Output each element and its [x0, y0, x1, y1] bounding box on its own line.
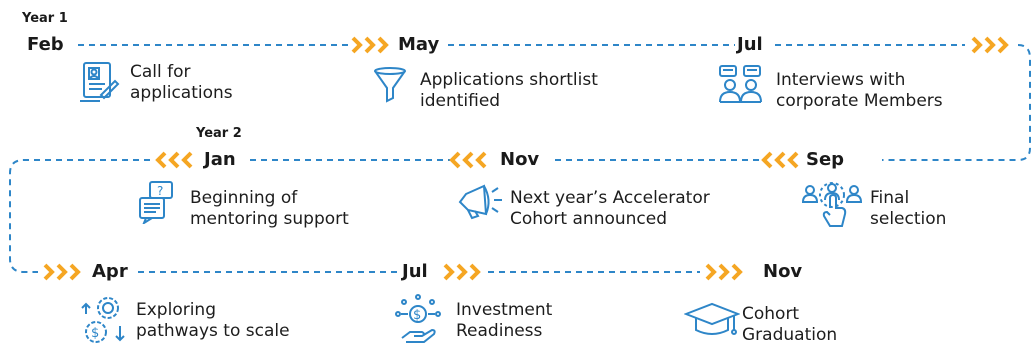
description-line: Investment	[456, 300, 553, 320]
chevron-right-icon	[351, 36, 389, 54]
scaling-gears-icon: $	[81, 297, 125, 343]
month-label-jul: Jul	[737, 34, 763, 55]
interview-people-icon	[719, 65, 762, 103]
chevron-right-icon	[43, 263, 81, 281]
svg-text:$: $	[91, 326, 99, 341]
milestone-description-jan: Beginning of mentoring support	[190, 188, 349, 230]
month-label-nov-2: Nov	[763, 261, 803, 282]
chevron-left-icon	[155, 151, 193, 169]
description-line: identified	[420, 91, 501, 111]
description-line: Readiness	[456, 321, 543, 341]
svg-text:$: $	[413, 308, 421, 323]
month-label-sep: Sep	[806, 149, 845, 170]
timeline-connector-left	[9, 159, 150, 273]
milestone-description-jul-2: Investment Readiness	[456, 300, 552, 342]
description-line: Beginning of	[190, 188, 298, 208]
milestone-description-feb: Call for applications	[130, 62, 233, 104]
description-line: Call for	[130, 62, 191, 82]
application-form-icon	[80, 62, 120, 102]
investment-hand-icon: $	[395, 294, 441, 343]
selection-hand-icon	[802, 182, 863, 227]
description-line: Exploring	[136, 300, 216, 320]
month-label-jul-2: Jul	[402, 261, 428, 282]
year-1-label: Year 1	[22, 11, 68, 26]
description-line: corporate Members	[776, 91, 943, 111]
month-label-jan: Jan	[204, 149, 236, 170]
month-label-apr: Apr	[92, 261, 128, 282]
chevron-left-icon	[761, 151, 799, 169]
description-line: selection	[870, 209, 947, 229]
milestone-description-nov-2: Cohort Graduation	[742, 304, 837, 346]
chevron-right-icon	[443, 263, 481, 281]
funnel-icon	[374, 67, 406, 103]
description-line: pathways to scale	[136, 321, 290, 341]
milestone-description-jul: Interviews with corporate Members	[776, 70, 943, 112]
description-line: Next year’s Accelerator	[510, 188, 710, 208]
description-line: Cohort	[742, 304, 800, 324]
milestone-description-apr: Exploring pathways to scale	[136, 300, 290, 342]
year-2-label: Year 2	[196, 126, 242, 141]
description-line: applications	[130, 83, 233, 103]
chat-document-icon: ?	[139, 181, 173, 224]
timeline-connector-right	[882, 44, 1031, 161]
description-line: Final	[870, 188, 910, 208]
milestone-description-nov: Next year’s Accelerator Cohort announced	[510, 188, 710, 230]
description-line: Graduation	[742, 325, 838, 345]
milestone-description-may: Applications shortlist identified	[420, 70, 598, 112]
description-line: Cohort announced	[510, 209, 668, 229]
chevron-right-icon	[705, 263, 743, 281]
month-label-may: May	[398, 34, 440, 55]
month-label-feb: Feb	[27, 34, 64, 55]
megaphone-icon	[458, 184, 502, 220]
chevron-left-icon	[449, 151, 487, 169]
milestone-description-sep: Final selection	[870, 188, 946, 230]
svg-text:?: ?	[157, 184, 163, 198]
month-label-nov: Nov	[500, 149, 540, 170]
graduation-cap-icon	[684, 302, 740, 335]
description-line: Applications shortlist	[420, 70, 598, 90]
chevron-right-icon	[971, 36, 1009, 54]
description-line: mentoring support	[190, 209, 349, 229]
description-line: Interviews with	[776, 70, 906, 90]
